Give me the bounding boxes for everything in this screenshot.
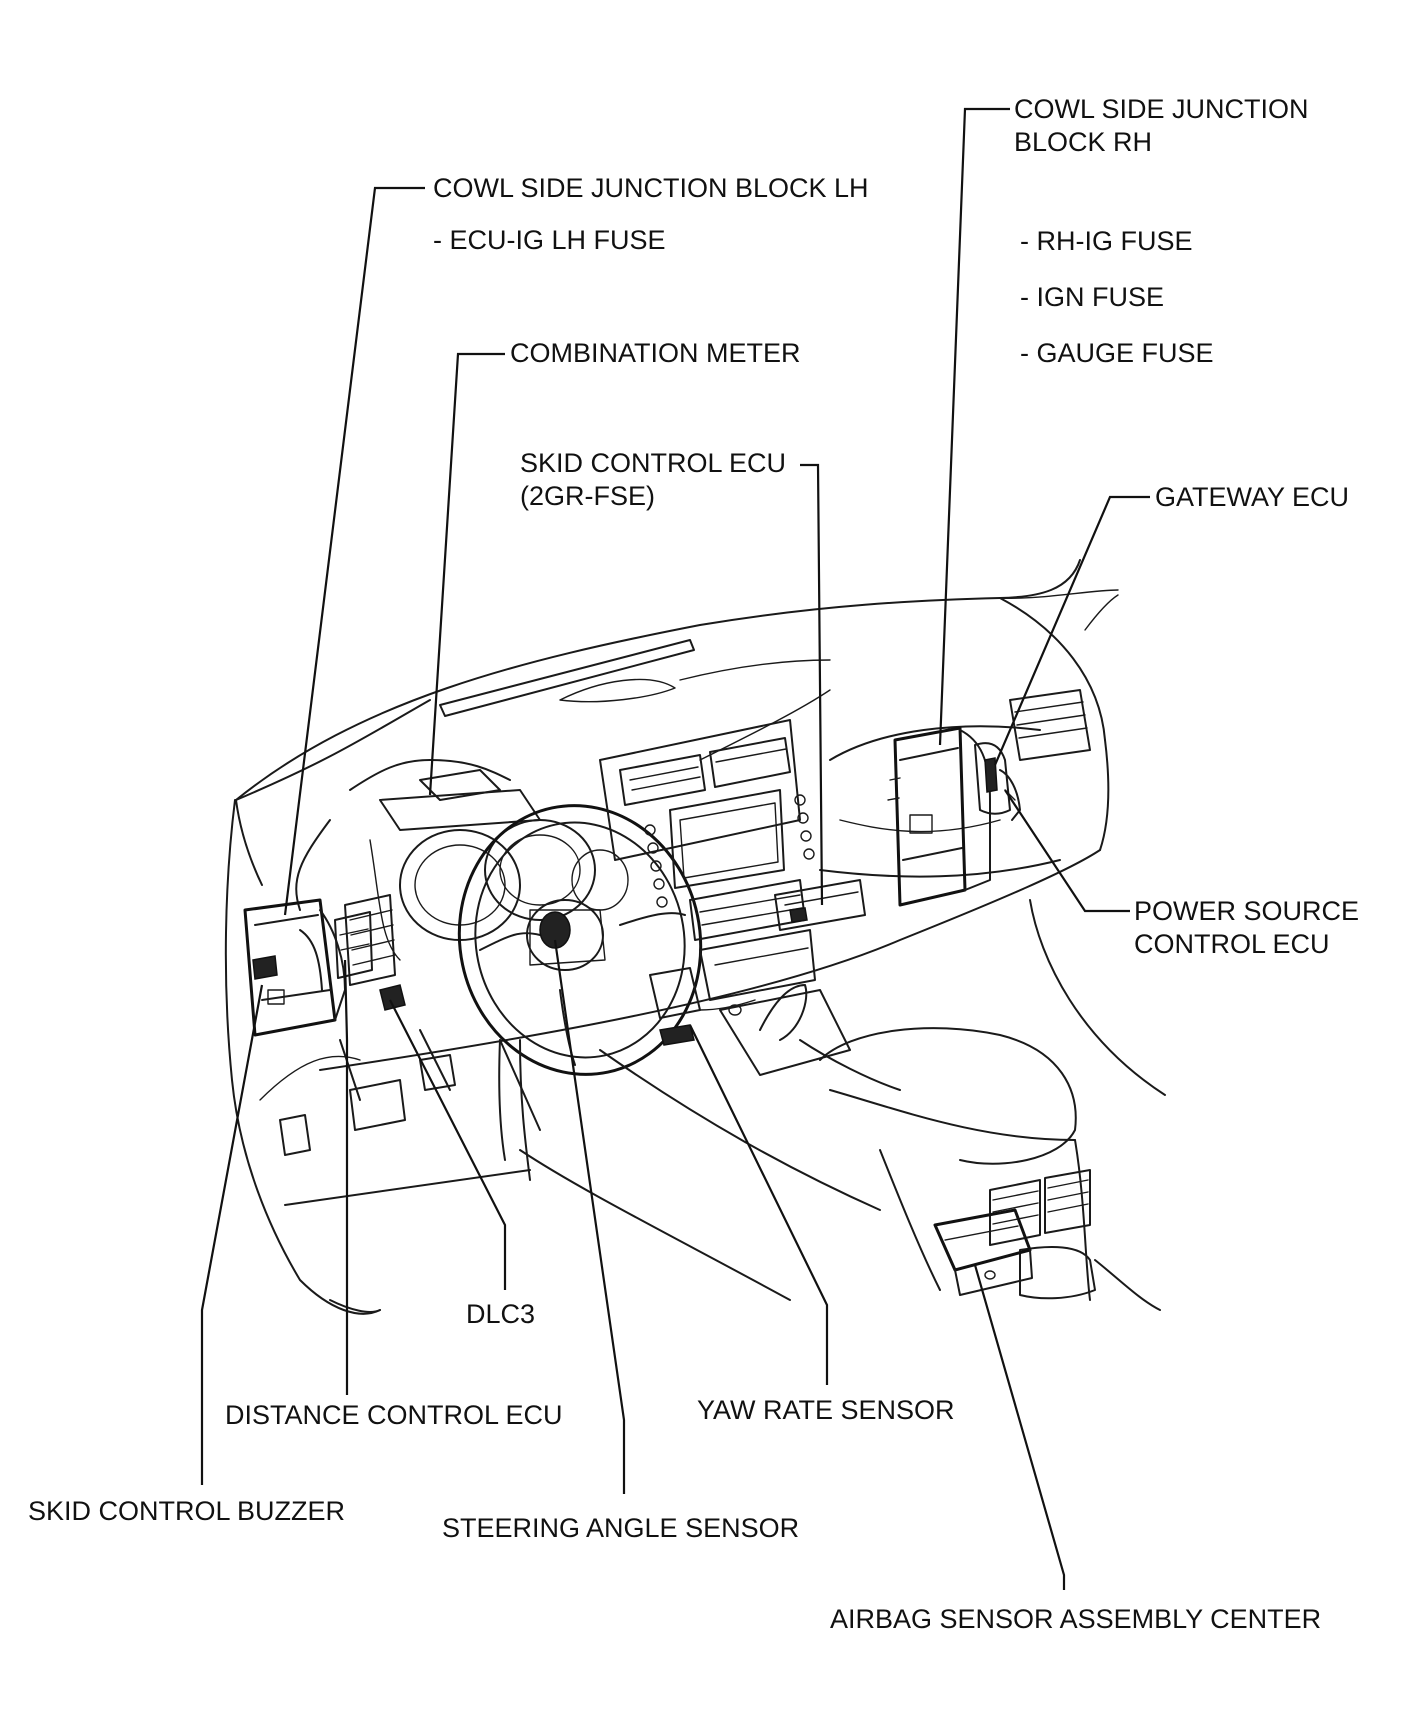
label-ecu-ig-lh-fuse: - ECU-IG LH FUSE (433, 225, 666, 255)
label-ign-fuse: - IGN FUSE (1020, 282, 1164, 312)
label-cowl-side-junction-block-rh-2: BLOCK RH (1014, 127, 1152, 157)
label-skid-control-ecu: SKID CONTROL ECU (520, 448, 786, 478)
label-distance-control-ecu: DISTANCE CONTROL ECU (225, 1400, 563, 1430)
label-rh-ig-fuse: - RH-IG FUSE (1020, 226, 1193, 256)
label-dlc3: DLC3 (466, 1299, 535, 1329)
label-power-source-control-ecu-2: CONTROL ECU (1134, 929, 1330, 959)
label-skid-control-ecu-variant: (2GR-FSE) (520, 481, 655, 511)
dlc3-shape (379, 984, 406, 1011)
leader-distance-control-ecu (343, 959, 349, 1395)
leader-power-source (1004, 789, 1130, 913)
leader-skid-control-ecu (800, 463, 824, 906)
leader-cowl-rh (938, 107, 1010, 746)
labels: COWL SIDE JUNCTION BLOCK LH - ECU-IG LH … (28, 94, 1359, 1634)
label-gateway-ecu: GATEWAY ECU (1155, 482, 1349, 512)
leader-skid-control-buzzer (200, 984, 264, 1485)
yaw-rate-sensor-shape (649, 967, 756, 1046)
gateway-ecu-shape (974, 742, 1011, 815)
dashboard-illustration (224, 559, 1166, 1315)
leader-dlc3 (389, 999, 507, 1290)
label-skid-control-buzzer: SKID CONTROL BUZZER (28, 1496, 345, 1526)
label-airbag-sensor-assembly-center: AIRBAG SENSOR ASSEMBLY CENTER (830, 1604, 1321, 1634)
cowl-side-junction-block-rh-shape (887, 726, 991, 907)
leader-steering-angle-sensor (553, 939, 626, 1494)
label-gauge-fuse: - GAUGE FUSE (1020, 338, 1214, 368)
label-yaw-rate-sensor: YAW RATE SENSOR (697, 1395, 955, 1425)
leader-cowl-lh (283, 186, 425, 916)
leader-combination-meter (428, 352, 505, 796)
label-combination-meter: COMBINATION METER (510, 338, 801, 368)
leader-yaw-rate-sensor (689, 1024, 829, 1385)
label-cowl-side-junction-block-lh: COWL SIDE JUNCTION BLOCK LH (433, 173, 869, 203)
cowl-side-junction-block-lh-shape (243, 898, 346, 1037)
leader-airbag-sensor (973, 1264, 1066, 1590)
airbag-sensor-assembly-shape (933, 1208, 1033, 1296)
distance-control-ecu-shape (334, 911, 373, 979)
leader-lines (200, 107, 1150, 1590)
leader-gateway-ecu (993, 495, 1150, 766)
label-steering-angle-sensor: STEERING ANGLE SENSOR (442, 1513, 799, 1543)
label-power-source-control-ecu-1: POWER SOURCE (1134, 896, 1359, 926)
label-cowl-side-junction-block-rh-1: COWL SIDE JUNCTION (1014, 94, 1309, 124)
